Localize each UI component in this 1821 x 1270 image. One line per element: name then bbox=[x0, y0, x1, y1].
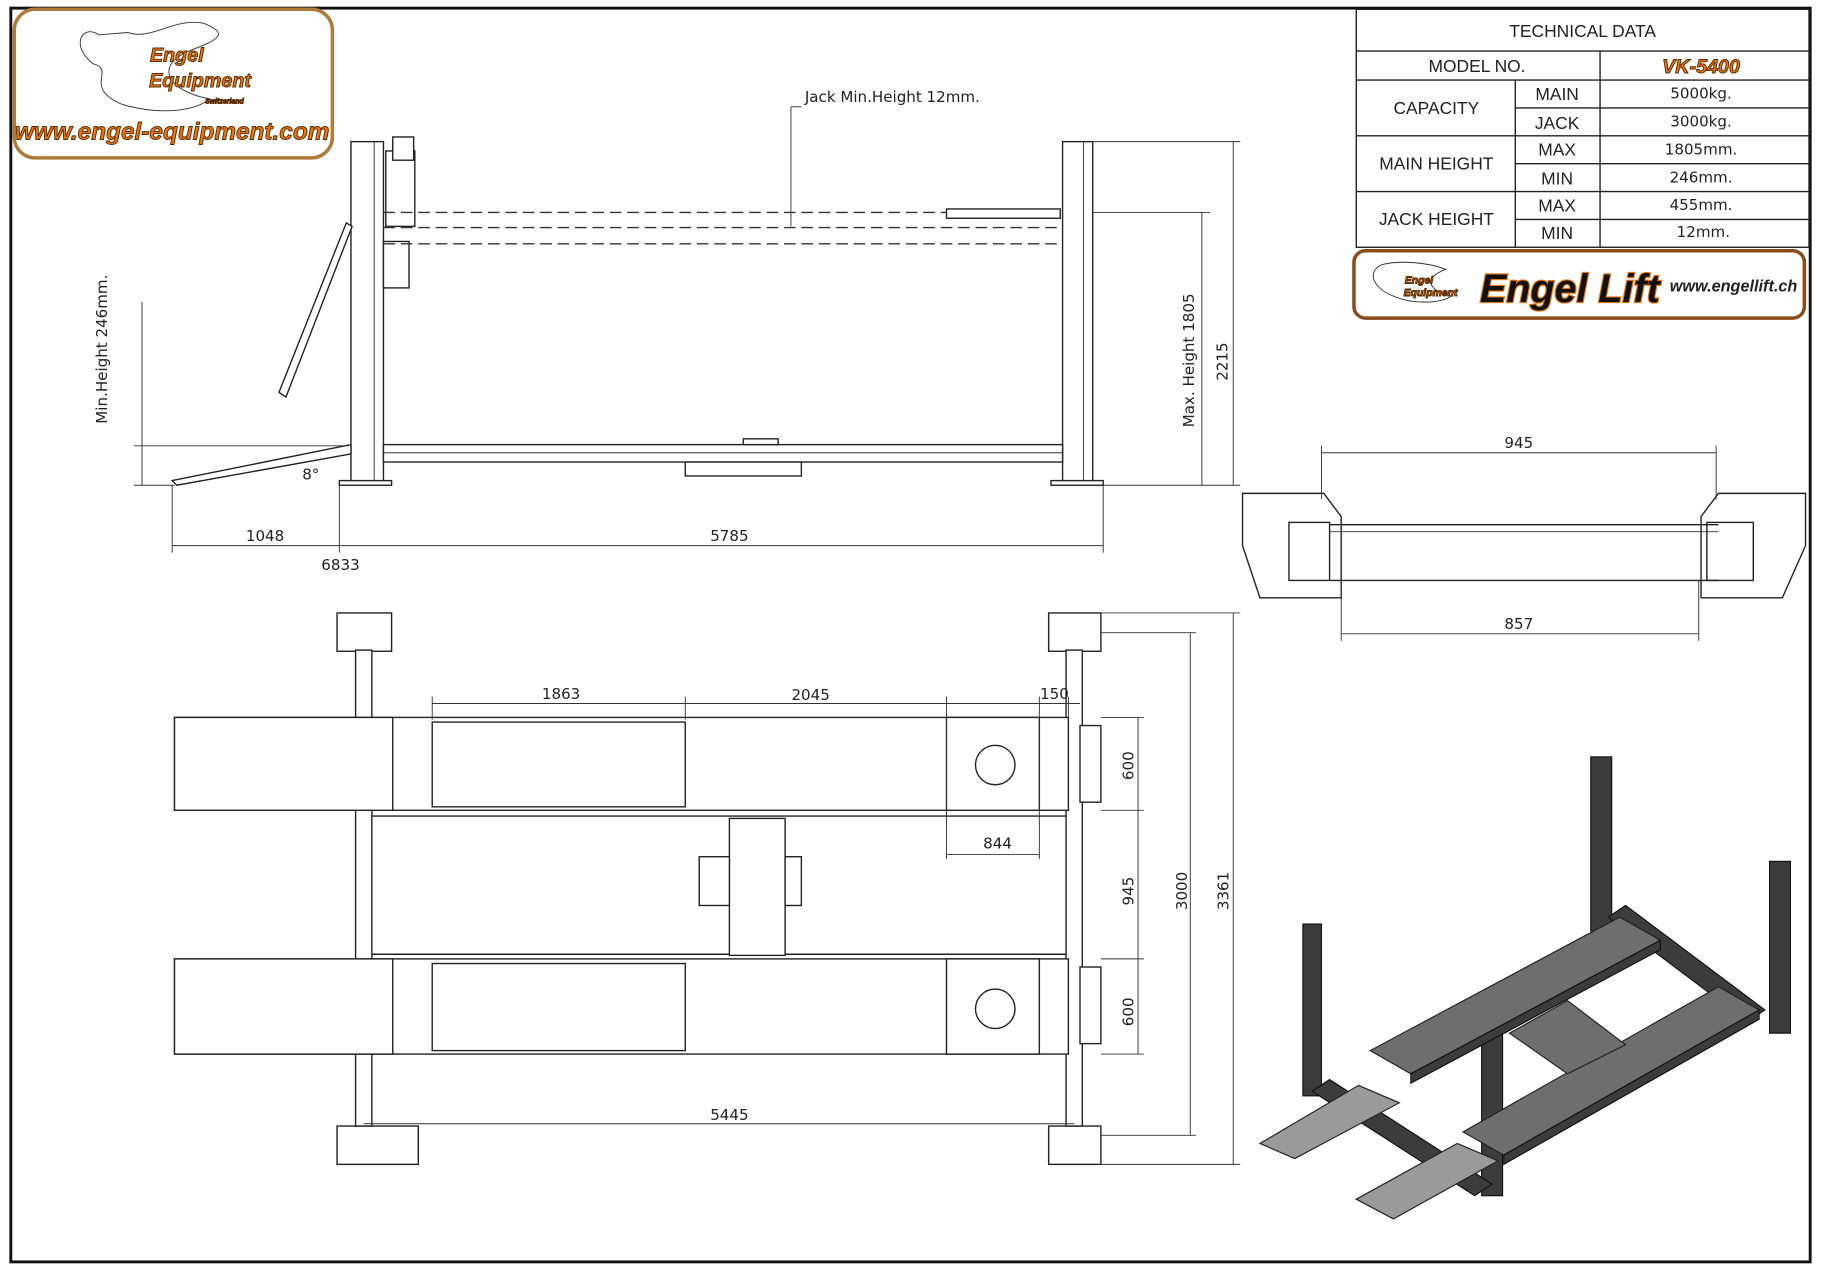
value-cell: 1805mm. bbox=[1665, 140, 1738, 158]
group-main-height: MAIN HEIGHT bbox=[1379, 153, 1493, 173]
engel-lift-logo: Engel Equipment Engel Lift www.engellift… bbox=[1352, 249, 1807, 320]
table-title: TECHNICAL DATA bbox=[1509, 21, 1656, 41]
page-border bbox=[9, 6, 1812, 1264]
total-height-label: 2215 bbox=[1213, 342, 1231, 380]
model-label: MODEL NO. bbox=[1428, 56, 1525, 76]
value-cell: 12mm. bbox=[1677, 223, 1730, 241]
ramp-angle-label: 8° bbox=[302, 465, 319, 483]
isometric-view bbox=[1258, 756, 1792, 1220]
value-cell: 455mm. bbox=[1670, 196, 1733, 214]
value-cell: 246mm. bbox=[1670, 168, 1733, 186]
table-subs: MAIN JACK MAX MIN MAX MIN 5000kg. 3000kg… bbox=[1535, 84, 1737, 243]
logo-brand: Engel Lift bbox=[1480, 267, 1662, 311]
dim-5445: 5445 bbox=[710, 1106, 748, 1124]
sub-label: MIN bbox=[1541, 223, 1573, 243]
dim-600-bottom: 600 bbox=[1119, 997, 1137, 1026]
group-capacity: CAPACITY bbox=[1393, 98, 1479, 118]
side-view: Jack Min.Height 12mm. Min.Height 246mm. … bbox=[93, 88, 1241, 574]
end-view: 945 857 bbox=[1241, 434, 1807, 641]
logo-text-equipment: Equipment bbox=[149, 70, 252, 92]
logo-text-engel: Engel bbox=[150, 45, 204, 67]
technical-data-table: TECHNICAL DATA MODEL NO. VK-5400 CAPACIT… bbox=[1355, 8, 1810, 248]
min-height-label: Min.Height 246mm. bbox=[93, 275, 111, 424]
logo-url-right: www.engellift.ch bbox=[1670, 277, 1798, 295]
sub-label: MAX bbox=[1538, 195, 1576, 215]
dim-2045: 2045 bbox=[791, 686, 829, 704]
dim-1863: 1863 bbox=[542, 685, 580, 703]
jack-min-height-label: Jack Min.Height 12mm. bbox=[804, 88, 980, 106]
lift-length-label: 5785 bbox=[710, 527, 748, 545]
logo-small-engel: Engel bbox=[1405, 275, 1435, 286]
dim-844: 844 bbox=[983, 835, 1012, 853]
overall-length-label: 6833 bbox=[321, 556, 359, 574]
ramp-length-label: 1048 bbox=[246, 527, 284, 545]
logo-text-switzerland: Switzerland bbox=[205, 98, 244, 105]
max-height-label: Max. Height 1805 bbox=[1180, 293, 1198, 427]
sub-label: MAX bbox=[1538, 140, 1576, 160]
dim-3361: 3361 bbox=[1215, 872, 1233, 910]
engel-equipment-logo: Engel Equipment Switzerland www.engel-eq… bbox=[12, 7, 335, 160]
end-bottom-width-label: 857 bbox=[1504, 615, 1533, 633]
dim-3000: 3000 bbox=[1173, 872, 1191, 910]
sub-label: JACK bbox=[1535, 113, 1580, 133]
group-jack-height: JACK HEIGHT bbox=[1379, 209, 1494, 229]
plan-view: 1863 2045 150 844 600 945 600 3000 3361 … bbox=[173, 612, 1241, 1166]
dim-945: 945 bbox=[1119, 877, 1137, 906]
end-top-width-label: 945 bbox=[1504, 434, 1533, 452]
sub-label: MIN bbox=[1541, 169, 1573, 189]
value-cell: 5000kg. bbox=[1670, 85, 1731, 103]
value-cell: 3000kg. bbox=[1670, 113, 1731, 131]
logo-url: www.engel-equipment.com bbox=[15, 118, 329, 145]
model-value: VK-5400 bbox=[1662, 56, 1740, 78]
sub-label: MAIN bbox=[1535, 84, 1579, 104]
logo-small-equipment: Equipment bbox=[1404, 288, 1458, 299]
dim-600-top: 600 bbox=[1119, 751, 1137, 780]
dim-150: 150 bbox=[1040, 685, 1069, 703]
